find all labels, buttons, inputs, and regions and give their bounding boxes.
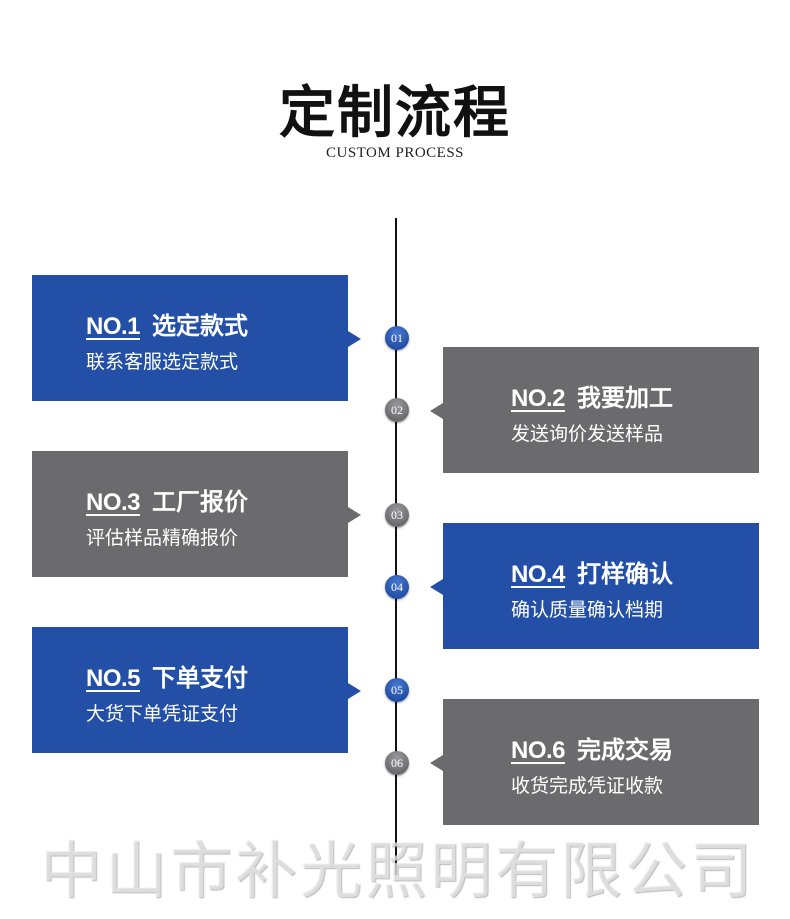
step-title: 工厂报价 <box>152 488 249 516</box>
step-heading: NO.1 选定款式 <box>86 306 248 341</box>
step-heading: NO.6 完成交易 <box>511 730 673 765</box>
step-heading: NO.4 打样确认 <box>511 554 673 589</box>
step-badge-2: 02 <box>385 398 409 422</box>
step-badge-4: 04 <box>385 575 409 599</box>
timeline-line <box>395 218 397 875</box>
step-text: NO.6 完成交易 收货完成凭证收款 <box>511 730 673 798</box>
pointer-arrow <box>348 507 361 523</box>
pointer-arrow <box>430 579 443 595</box>
step-title: 选定款式 <box>152 312 249 340</box>
step-badge-3: 03 <box>385 503 409 527</box>
step-card-5: NO.5 下单支付 大货下单凭证支付 <box>32 627 361 753</box>
step-heading: NO.3 工厂报价 <box>86 482 248 517</box>
step-text: NO.5 下单支付 大货下单凭证支付 <box>86 658 248 726</box>
step-description: 评估样品精确报价 <box>86 527 239 549</box>
step-number: NO.3 <box>86 489 141 516</box>
step-card-2: NO.2 我要加工 发送询价发送样品 <box>430 347 759 473</box>
step-text: NO.4 打样确认 确认质量确认档期 <box>511 554 673 622</box>
step-description: 大货下单凭证支付 <box>86 703 239 725</box>
step-description: 收货完成凭证收款 <box>511 775 664 797</box>
step-badge-1: 01 <box>385 326 409 350</box>
page-title: 定制流程 <box>279 81 511 146</box>
step-badge-6: 06 <box>385 751 409 775</box>
step-description: 确认质量确认档期 <box>511 599 664 621</box>
page-subtitle: CUSTOM PROCESS <box>325 145 465 161</box>
step-heading: NO.5 下单支付 <box>86 658 248 693</box>
step-card-1: NO.1 选定款式 联系客服选定款式 <box>32 275 361 401</box>
step-heading: NO.2 我要加工 <box>511 378 673 413</box>
step-text: NO.2 我要加工 发送询价发送样品 <box>511 378 673 446</box>
step-description: 联系客服选定款式 <box>86 351 239 373</box>
step-card-4: NO.4 打样确认 确认质量确认档期 <box>430 523 759 649</box>
step-title: 打样确认 <box>577 560 674 588</box>
step-number: NO.4 <box>511 561 566 588</box>
step-title: 完成交易 <box>577 736 674 764</box>
step-text: NO.3 工厂报价 评估样品精确报价 <box>86 482 248 550</box>
step-card-3: NO.3 工厂报价 评估样品精确报价 <box>32 451 361 577</box>
step-number: NO.6 <box>511 737 566 764</box>
pointer-arrow <box>430 403 443 419</box>
watermark: 中山市补光照明有限公司 <box>40 834 756 907</box>
pointer-arrow <box>348 331 361 347</box>
step-text: NO.1 选定款式 联系客服选定款式 <box>86 306 248 374</box>
step-description: 发送询价发送样品 <box>511 423 664 445</box>
pointer-arrow <box>348 683 361 699</box>
step-number: NO.1 <box>86 313 141 340</box>
pointer-arrow <box>430 755 443 771</box>
step-title: 下单支付 <box>152 664 249 692</box>
step-card-6: NO.6 完成交易 收货完成凭证收款 <box>430 699 759 825</box>
step-number: NO.5 <box>86 665 141 692</box>
step-number: NO.2 <box>511 385 566 412</box>
step-badge-5: 05 <box>385 678 409 702</box>
step-title: 我要加工 <box>577 384 674 412</box>
